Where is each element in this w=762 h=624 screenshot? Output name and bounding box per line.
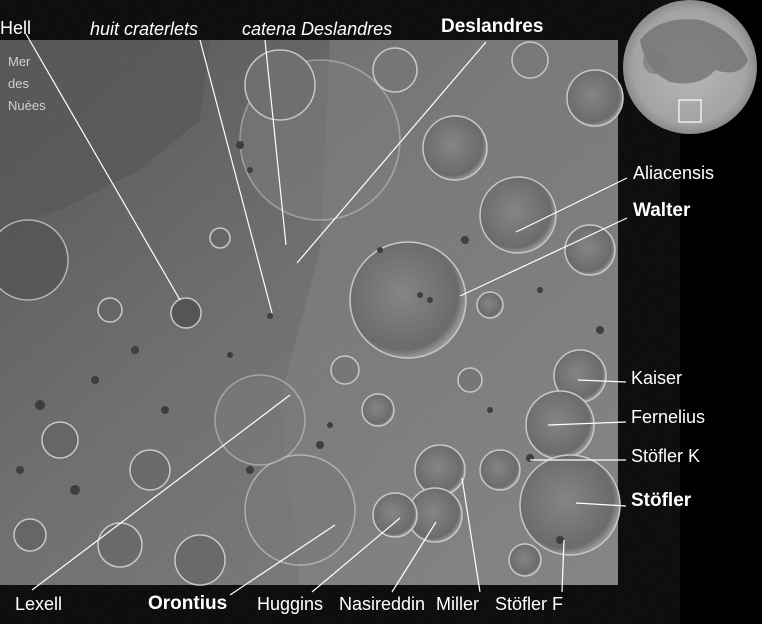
- label-deslandres: Deslandres: [441, 16, 544, 37]
- leader-nasireddin: [391, 521, 437, 593]
- crater-lexell: [214, 374, 306, 466]
- small-craters: [16, 141, 604, 544]
- label-mer-des-nuees-1: Mer: [8, 54, 31, 69]
- label-huit-craterlets: huit craterlets: [90, 19, 199, 39]
- leader-deslandres: [296, 41, 487, 264]
- leader-stofler-f: [561, 539, 565, 593]
- label-stofler: Stöfler: [631, 490, 692, 511]
- leader-aliacensis: [515, 177, 628, 233]
- label-aliacensis: Aliacensis: [633, 163, 715, 183]
- crater-aliacensis: [422, 115, 488, 181]
- leader-lexell: [31, 394, 291, 591]
- label-lexell: Lexell: [15, 594, 63, 614]
- leader-fernelius: [547, 421, 627, 426]
- craters: [0, 41, 624, 586]
- label-stofler-k: Stöfler K: [631, 446, 701, 466]
- label-fernelius: Fernelius: [631, 407, 706, 427]
- crater-walter: [349, 241, 467, 359]
- crater-nasireddin: [414, 444, 466, 496]
- leader-orontius: [229, 524, 336, 596]
- leader-huggins: [311, 517, 401, 593]
- label-nasireddin: Nasireddin: [339, 594, 426, 614]
- leader-miller: [461, 477, 481, 593]
- leader-kaiser: [577, 379, 627, 383]
- crater-stofler: [519, 454, 621, 556]
- label-mer-des-nuees-2: des: [8, 76, 29, 91]
- crater-walter-east: [479, 176, 557, 254]
- crater-hell: [170, 297, 202, 329]
- inset-locator-box: [678, 99, 702, 123]
- label-stofler-f: Stöfler F: [495, 594, 564, 614]
- leader-huit-craterlets: [199, 39, 273, 314]
- label-orontius: Orontius: [148, 593, 228, 614]
- leader-catena-deslandres: [264, 39, 287, 246]
- leader-walter: [459, 217, 628, 297]
- label-miller: Miller: [436, 594, 479, 614]
- label-kaiser: Kaiser: [631, 368, 683, 388]
- label-hell: Hell: [0, 18, 32, 38]
- label-walter: Walter: [633, 200, 691, 221]
- moon-inset: [623, 0, 757, 134]
- crater-orontius: [244, 454, 356, 566]
- crater-mare-west: [0, 219, 69, 301]
- label-catena-deslandres: catena Deslandres: [242, 19, 393, 39]
- leader-lines: [25, 33, 628, 596]
- label-huggins: Huggins: [257, 594, 324, 614]
- leader-stofler: [575, 502, 627, 507]
- leader-hell: [25, 33, 181, 301]
- label-mer-des-nuees-3: Nuées: [8, 98, 46, 113]
- crater-huggins: [372, 492, 418, 538]
